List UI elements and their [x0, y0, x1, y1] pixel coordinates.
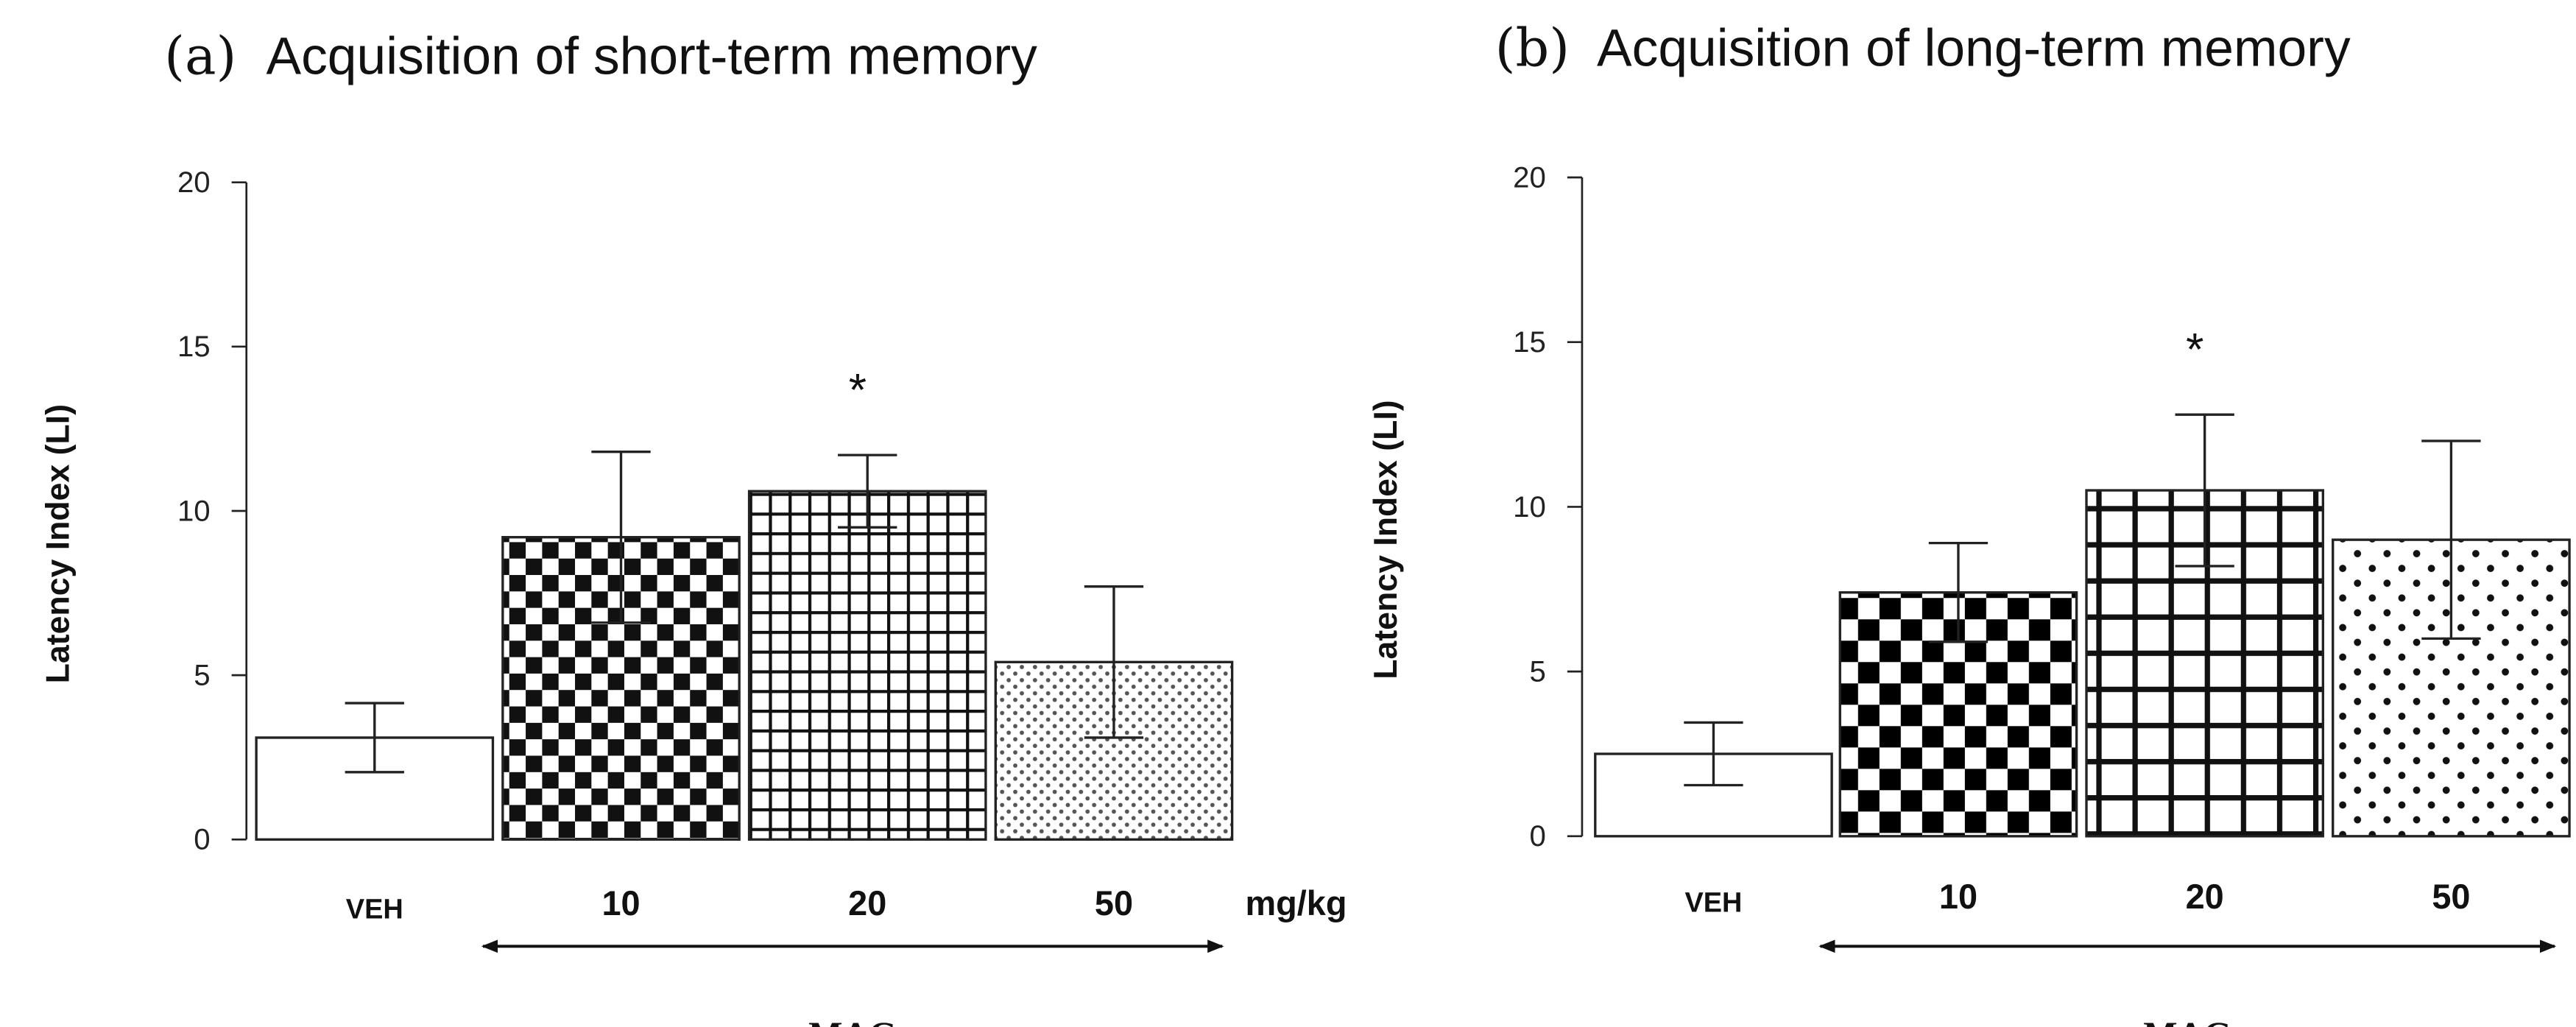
category-label: VEH: [1684, 887, 1742, 918]
chart-panel-b: (b) Acquisition of long-term memory 0 5 10 15…: [1368, 17, 2571, 1027]
y-tick-label: 15: [1513, 325, 1546, 359]
category-label: 50: [1095, 884, 1133, 922]
category-label: 10: [1939, 878, 1977, 916]
panel-label: (b): [1495, 17, 1570, 78]
category-label: 50: [2432, 878, 2470, 916]
bar-20: [747, 490, 987, 841]
group-label: MAG: [2143, 1014, 2231, 1027]
y-tick-label: 10: [177, 494, 211, 527]
chart-panel-a: (a) Acquisition of short-term memory 0 5 10 1…: [40, 25, 1347, 1027]
y-tick-label: 15: [177, 330, 211, 363]
figure-content: (a) Acquisition of short-term memory 0 5 10 1…: [40, 17, 2571, 1027]
y-tick-label: 20: [1513, 160, 1546, 194]
y-axis-label: Latency Index (LI): [40, 404, 77, 683]
unit-label: mg/kg: [1245, 884, 1347, 922]
y-tick-label: 5: [194, 659, 210, 692]
significance-marker: *: [849, 364, 867, 416]
group-label: MAG: [808, 1014, 897, 1027]
chart-title: Acquisition of long-term memory: [1597, 18, 2351, 77]
y-tick-label: 20: [177, 166, 211, 199]
category-label: 10: [601, 884, 640, 922]
significance-marker: *: [2186, 324, 2203, 375]
category-label: 20: [2186, 878, 2224, 916]
category-label: 20: [848, 884, 886, 922]
panel-label: (a): [164, 25, 236, 86]
y-tick-label: 0: [194, 823, 210, 856]
chart-title: Acquisition of short-term memory: [267, 27, 1038, 85]
category-label: VEH: [346, 894, 403, 925]
y-tick-label: 5: [1530, 655, 1546, 688]
y-tick-label: 10: [1513, 490, 1546, 523]
y-axis-label: Latency Index (LI): [1368, 400, 1404, 679]
y-tick-label: 0: [1530, 819, 1546, 853]
